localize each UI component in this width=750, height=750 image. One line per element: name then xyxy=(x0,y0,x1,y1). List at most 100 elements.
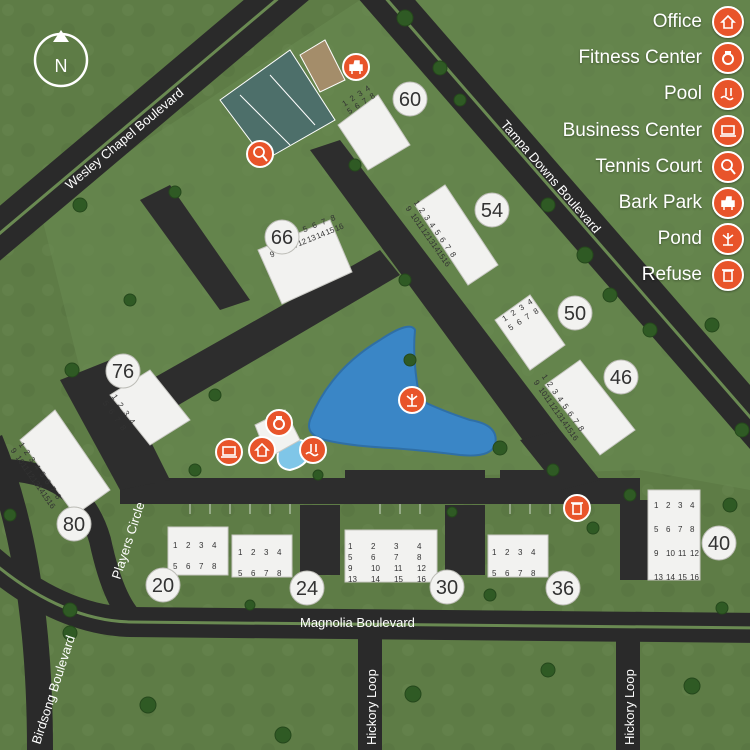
west-drive xyxy=(150,250,400,410)
unit-number: 14 xyxy=(666,573,675,582)
unit-number: 5 xyxy=(507,322,516,332)
trees xyxy=(3,9,750,744)
building-number-badge-36[interactable]: 36 xyxy=(545,570,581,606)
building-50-footprint xyxy=(494,294,566,371)
unit-number: 4 xyxy=(363,83,372,93)
building-number-badge-46[interactable]: 46 xyxy=(603,359,639,395)
unit-number: 10 xyxy=(371,564,380,573)
compass: N xyxy=(33,30,89,88)
unit-number: 4 xyxy=(690,501,695,510)
unit-number: 9 xyxy=(654,549,659,558)
building-number-badge-80[interactable]: 80 xyxy=(56,506,92,542)
building-36-footprint xyxy=(487,534,549,578)
unit-number: 6 xyxy=(186,562,191,571)
unit-number: 6 xyxy=(566,409,576,418)
nw-spur xyxy=(140,185,250,310)
building-40-footprint xyxy=(647,489,701,581)
unit-number: 16 xyxy=(690,573,699,582)
legend-item-tennis-court: Tennis Court xyxy=(484,149,744,185)
unit-number: 9 xyxy=(532,378,542,387)
legend-item-refuse: Refuse xyxy=(484,257,744,293)
unit-number: 7 xyxy=(320,217,328,227)
building-number-badge-20[interactable]: 20 xyxy=(145,567,181,603)
legend-label: Tennis Court xyxy=(595,155,702,177)
unit-number: 3 xyxy=(264,548,269,557)
unit-number: 9 xyxy=(404,204,414,213)
unit-number: 1 xyxy=(492,548,497,557)
unit-number: 8 xyxy=(329,213,337,223)
building-number-badge-50[interactable]: 50 xyxy=(557,295,593,331)
unit-number: 5 xyxy=(301,224,309,234)
building-number-badge-54[interactable]: 54 xyxy=(474,192,510,228)
building-number: 54 xyxy=(481,200,503,222)
fitness-icon xyxy=(265,409,293,437)
unit-number: 5 xyxy=(173,562,178,571)
building-number: 80 xyxy=(63,514,85,536)
building-number-badge-60[interactable]: 60 xyxy=(392,81,428,117)
unit-number: 3 xyxy=(550,387,560,396)
building-number-badge-66[interactable]: 66 xyxy=(264,219,300,255)
pool-icon xyxy=(299,436,327,464)
building-80-footprint xyxy=(19,409,111,516)
unit-number: 5 xyxy=(345,106,354,116)
unit-number: 5 xyxy=(37,470,47,479)
unit-number: 10 xyxy=(666,549,675,558)
unit-number: 1 xyxy=(341,98,350,108)
unit-number: 3 xyxy=(394,542,399,551)
legend-label: Business Center xyxy=(562,119,702,141)
north-parking xyxy=(345,470,485,482)
parking-stalls xyxy=(189,504,551,514)
unit-number: 14 xyxy=(315,229,327,241)
legend-item-business-center: Business Center xyxy=(484,113,744,149)
unit-number: 2 xyxy=(417,206,427,215)
building-46-footprint xyxy=(544,359,636,456)
building-number-badge-40[interactable]: 40 xyxy=(701,525,737,561)
building-number: 40 xyxy=(708,533,730,555)
legend-item-office: Office xyxy=(484,4,744,40)
parking-drives xyxy=(60,140,648,580)
unit-number: 7 xyxy=(264,569,269,578)
unit-number: 8 xyxy=(368,91,377,101)
unit-number: 5 xyxy=(348,553,353,562)
unit-number: 7 xyxy=(394,553,399,562)
building-number: 46 xyxy=(610,367,632,389)
unit-number: 8 xyxy=(277,569,282,578)
unit-number: 4 xyxy=(212,541,217,550)
unit-number: 3 xyxy=(121,409,131,418)
unit-number: 9 xyxy=(9,446,19,455)
north-parking-2 xyxy=(500,470,560,482)
unit-number: 7 xyxy=(523,311,532,321)
unit-number: 12 xyxy=(690,549,699,558)
building-number-badge-76[interactable]: 76 xyxy=(105,353,141,389)
building-number: 30 xyxy=(436,577,458,599)
unit-number: 1 xyxy=(17,441,27,450)
unit-number: 8 xyxy=(576,424,586,433)
building-number: 20 xyxy=(152,575,174,597)
unit-number: 1 xyxy=(412,199,422,208)
unit-number: 1 xyxy=(654,501,659,510)
unit-number: 2 xyxy=(545,380,555,389)
legend-label: Fitness Center xyxy=(578,47,702,69)
business-center-icon xyxy=(215,438,243,466)
unit-number: 8 xyxy=(532,306,541,316)
unit-number: 2 xyxy=(22,448,32,457)
building-number: 24 xyxy=(296,578,318,600)
unit-number: 9 xyxy=(348,564,353,573)
business-center-icon xyxy=(712,114,744,147)
unit-number: 11 xyxy=(394,564,403,573)
unit-number: 2 xyxy=(116,401,126,410)
unit-number: 5 xyxy=(238,569,243,578)
unit-number: 8 xyxy=(53,492,63,501)
building-number-badge-30[interactable]: 30 xyxy=(429,569,465,605)
unit-number: 3 xyxy=(356,88,365,98)
building-number-badge-24[interactable]: 24 xyxy=(289,570,325,606)
unit-number: 2 xyxy=(348,93,357,103)
unit-number: 6 xyxy=(251,569,256,578)
